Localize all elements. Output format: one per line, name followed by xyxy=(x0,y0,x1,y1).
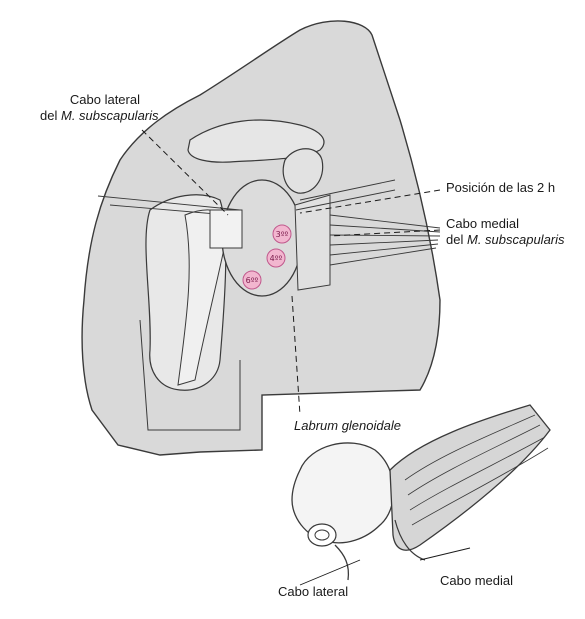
label-medial-head: Cabo medial del M. subscapularis xyxy=(446,216,565,248)
lateral-head-stub xyxy=(209,209,243,249)
portal-3-label: 3ºº xyxy=(276,230,289,239)
subscapularis-muscle xyxy=(294,194,331,291)
label-glenoid-labrum-text: Labrum glenoidale xyxy=(294,418,401,433)
label-two-oclock: Posición de las 2 h xyxy=(446,180,556,195)
label-lateral-head: Cabo lateral del M. subscapularis xyxy=(40,92,159,124)
leader-lines xyxy=(141,129,441,416)
label-medial-head-line1: Cabo medial xyxy=(446,216,519,231)
portal-4-label: 4ºº xyxy=(270,254,283,263)
portal-4: 4ºº xyxy=(266,248,286,268)
label-glenoid-labrum: Labrum glenoidale xyxy=(294,418,401,434)
label-medial-head-prefix: del xyxy=(446,232,464,247)
label-lateral-head-line1: Cabo lateral xyxy=(69,92,140,107)
inset-medial-tendon xyxy=(394,519,426,561)
portal-3: 3ºº xyxy=(272,224,292,244)
coracoid-process xyxy=(282,148,324,194)
label-lateral-head-italic: M. subscapularis xyxy=(60,108,159,123)
inset-cross-section xyxy=(291,404,551,586)
label-medial-head-line2: del M. subscapularis xyxy=(446,232,565,248)
portal-6: 6ºº xyxy=(242,270,262,290)
label-inset-lateral-head: Cabo lateral xyxy=(278,584,349,599)
portal-6-label: 6ºº xyxy=(246,276,259,285)
label-lateral-head-line2: del M. subscapularis xyxy=(40,108,159,124)
inset-lateral-stalk xyxy=(334,544,350,581)
scapula-outline xyxy=(139,319,241,431)
label-lateral-head-prefix: del xyxy=(40,108,58,123)
inset-humeral-head xyxy=(291,442,395,544)
label-medial-head-italic: M. subscapularis xyxy=(466,232,565,247)
label-inset-medial-head: Cabo medial xyxy=(440,573,513,588)
inset-medial-muscle xyxy=(389,404,551,551)
acromion xyxy=(187,119,325,163)
